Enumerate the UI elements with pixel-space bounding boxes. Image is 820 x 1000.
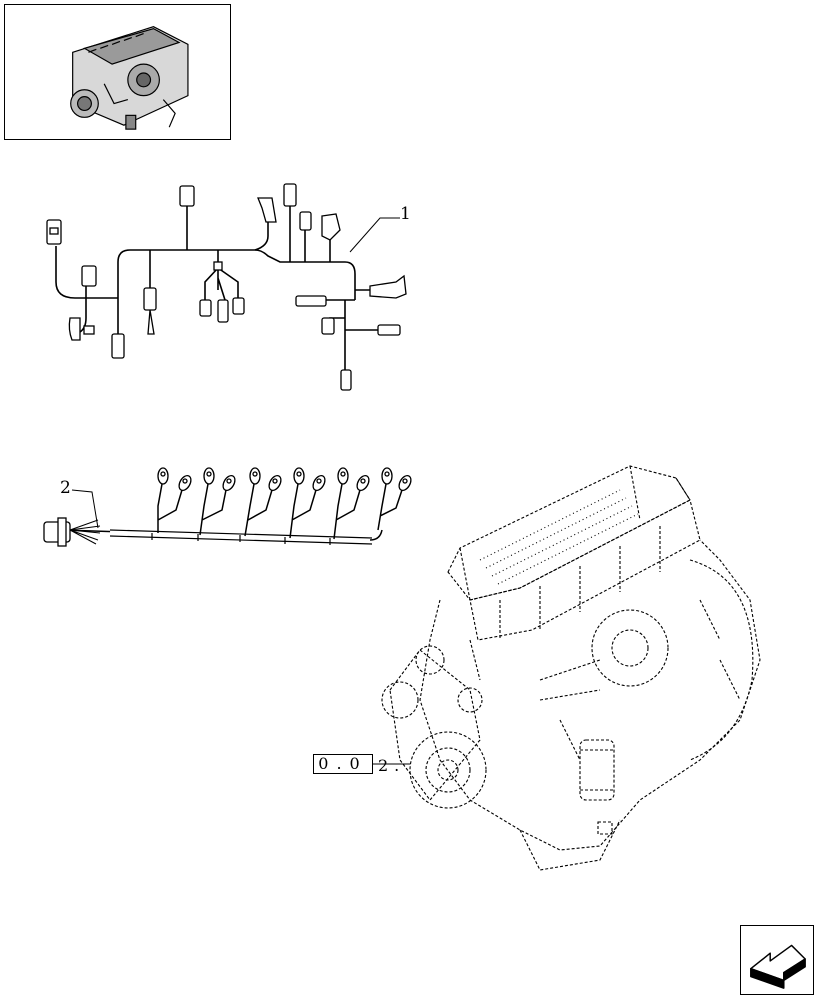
callout-2: 2 — [60, 478, 71, 498]
connector-top-right-b — [299, 211, 312, 231]
engine-block-outline — [381, 465, 761, 871]
connector-elbow-right — [321, 213, 341, 241]
engine-thumbnail-icon — [70, 26, 189, 130]
callout-1: 1 — [400, 204, 411, 224]
connector-center-a — [199, 299, 212, 317]
connector-left-upper — [81, 265, 97, 287]
connector-top-right-a — [283, 183, 297, 207]
injector-harness — [61, 483, 403, 545]
connector-center-c — [217, 299, 229, 323]
reference-suffix: 2. — [378, 756, 406, 775]
connector-center-b — [232, 297, 245, 315]
prev-page-arrow-icon — [750, 944, 806, 989]
connector-right-mid — [295, 295, 327, 307]
connector-left-lower — [111, 333, 125, 359]
connector-left-elbow — [68, 317, 81, 341]
connector-top-center — [179, 185, 195, 207]
connector-elbow-top — [257, 197, 277, 223]
connector-right-lower — [377, 324, 401, 336]
connector-right-elbow — [369, 274, 407, 299]
previous-page-button[interactable] — [740, 925, 814, 995]
connector-bottom-right — [340, 369, 352, 391]
injector-ring-terminals — [43, 467, 412, 547]
reference-box[interactable]: 0.0 — [313, 754, 373, 774]
engine-wiring-harness — [55, 205, 400, 370]
connector-pipe-left — [143, 287, 157, 311]
harness-1-connectors — [46, 183, 407, 391]
engine-thumbnail[interactable] — [4, 4, 231, 140]
